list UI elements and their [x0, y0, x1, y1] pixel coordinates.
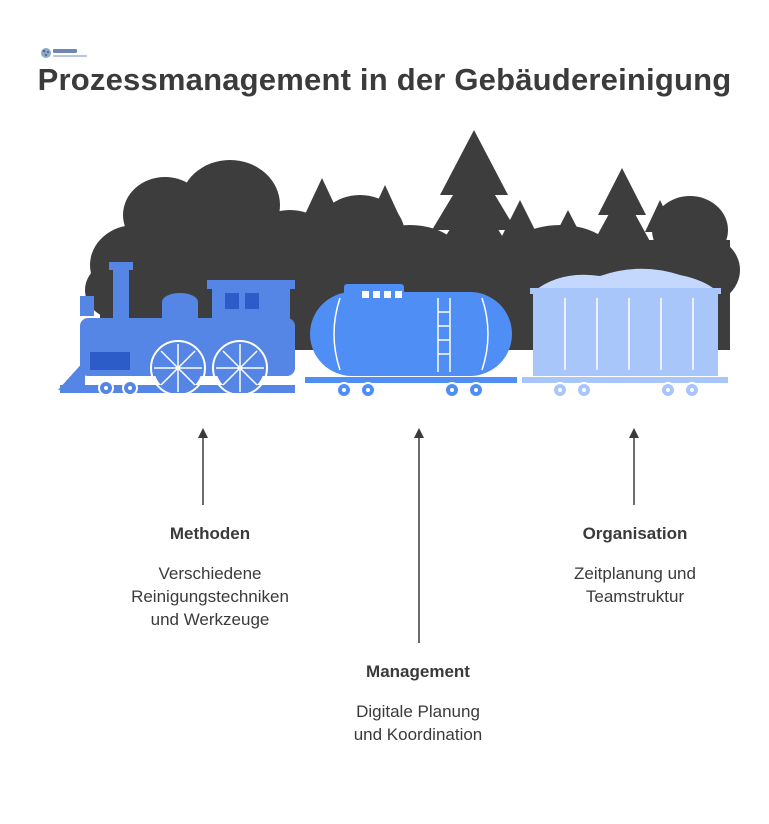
tank-car — [305, 284, 517, 398]
management-title: Management — [366, 662, 470, 681]
organisation-description: Zeitplanung und Teamstruktur — [574, 564, 696, 606]
brand-logo-icon — [41, 48, 87, 58]
locomotive — [58, 262, 295, 396]
organisation-title: Organisation — [582, 524, 688, 543]
management-section: Management Digitale Planung und Koordina… — [308, 662, 528, 746]
arrow-management — [414, 428, 424, 643]
management-description: Digitale Planung und Koordination — [353, 702, 483, 744]
methoden-title: Methoden — [169, 524, 251, 543]
arrow-methoden — [198, 428, 208, 505]
hopper-car — [522, 268, 728, 398]
organisation-section: Organisation Zeitplanung und Teamstruktu… — [525, 524, 745, 608]
methoden-description: Verschiedene Reinigungstechniken und Wer… — [131, 564, 289, 629]
arrow-organisation — [629, 428, 639, 505]
page-title: Prozessmanagement in der Gebäudereinigun… — [37, 62, 732, 97]
methoden-section: Methoden Verschiedene Reinigungstechnike… — [100, 524, 320, 631]
